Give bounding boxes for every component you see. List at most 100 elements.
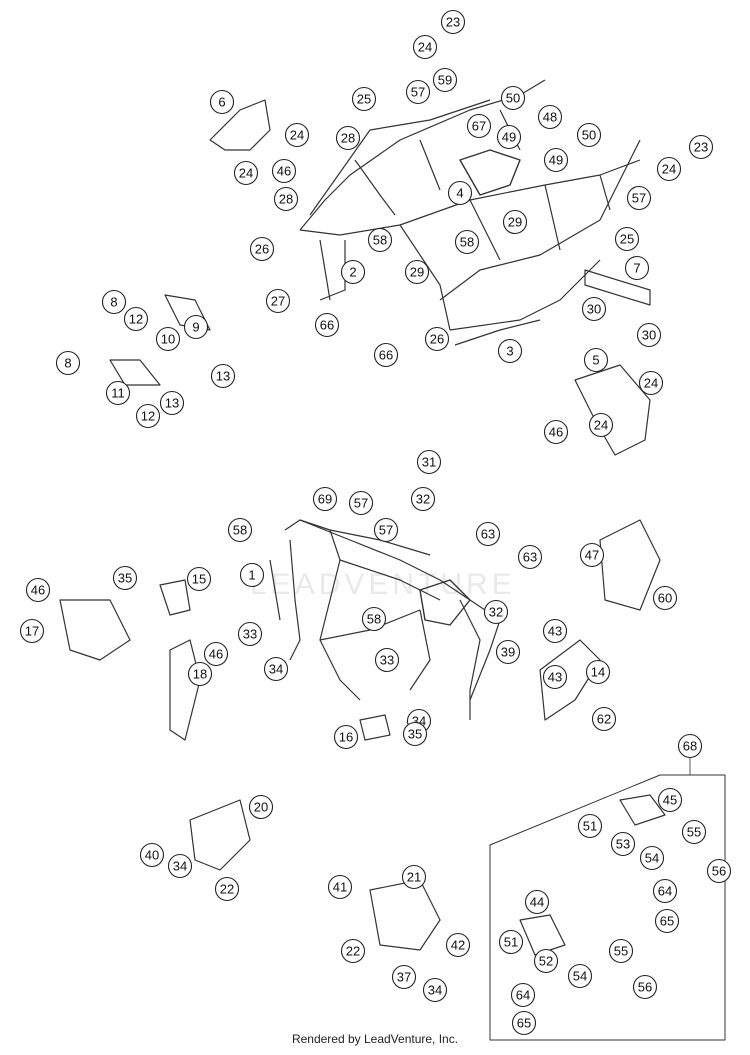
callout-number: 9: [192, 320, 199, 335]
callout-number: 42: [451, 938, 465, 953]
callout-number: 46: [277, 164, 291, 179]
callout-circle: [657, 787, 683, 813]
part-callout-62: 62: [591, 706, 617, 732]
callout-number: 37: [397, 970, 411, 985]
callout-number: 28: [279, 192, 293, 207]
callout-number: 65: [517, 1016, 531, 1031]
part-callout-65: 65: [511, 1010, 537, 1036]
callout-number: 54: [645, 851, 659, 866]
callout-circle: [495, 639, 521, 665]
part-callout-5: 5: [583, 347, 609, 373]
callout-circle: [591, 706, 617, 732]
callout-number: 40: [145, 848, 159, 863]
callout-number: 59: [438, 73, 452, 88]
callout-number: 57: [354, 496, 368, 511]
callout-number: 56: [712, 864, 726, 879]
callout-circle: [500, 85, 526, 111]
callout-number: 14: [591, 665, 605, 680]
part-callout-58: 58: [361, 606, 387, 632]
part-callout-64: 64: [510, 982, 536, 1008]
callout-circle: [498, 929, 524, 955]
callout-circle: [233, 160, 259, 186]
part-callout-24: 24: [638, 370, 664, 396]
callout-number: 57: [379, 523, 393, 538]
part-callout-6: 6: [209, 89, 235, 115]
part-callout-16: 16: [333, 724, 359, 750]
part-callout-37: 37: [391, 964, 417, 990]
callout-circle: [374, 647, 400, 673]
part-callout-40: 40: [139, 842, 165, 868]
part-callout-24: 24: [284, 122, 310, 148]
callout-number: 23: [694, 140, 708, 155]
part-callout-3: 3: [497, 338, 523, 364]
part-callout-18: 18: [187, 661, 213, 687]
callout-number: 25: [620, 232, 634, 247]
callout-number: 3: [506, 344, 513, 359]
callout-circle: [263, 656, 289, 682]
callout-number: 49: [549, 153, 563, 168]
callout-circle: [101, 289, 127, 315]
callout-number: 56: [638, 980, 652, 995]
callout-circle: [183, 314, 209, 340]
part-callout-55: 55: [608, 938, 634, 964]
callout-circle: [340, 259, 366, 285]
part-callout-51: 51: [498, 929, 524, 955]
callout-circle: [203, 641, 229, 667]
callout-circle: [583, 347, 609, 373]
callout-number: 51: [583, 819, 597, 834]
part-callout-23: 23: [440, 9, 466, 35]
callout-circle: [112, 565, 138, 591]
part-callout-28: 28: [335, 125, 361, 151]
part-callout-54: 54: [639, 845, 665, 871]
part-callout-54: 54: [567, 963, 593, 989]
part-callout-67: 67: [466, 113, 492, 139]
callout-number: 1: [248, 568, 255, 583]
part-callout-9: 9: [183, 314, 209, 340]
callout-number: 15: [192, 572, 206, 587]
callout-circle: [608, 938, 634, 964]
part-callout-59: 59: [432, 67, 458, 93]
part-callout-57: 57: [405, 79, 431, 105]
callout-circle: [447, 180, 473, 206]
callout-number: 52: [539, 954, 553, 969]
callout-circle: [402, 721, 428, 747]
callout-circle: [517, 544, 543, 570]
callout-circle: [483, 599, 509, 625]
part-callout-43: 43: [542, 664, 568, 690]
callout-circle: [422, 977, 448, 1003]
callout-circle: [139, 842, 165, 868]
callout-circle: [404, 259, 430, 285]
callout-number: 32: [416, 492, 430, 507]
callout-circle: [502, 209, 528, 235]
callout-number: 28: [341, 131, 355, 146]
callout-number: 10: [161, 332, 175, 347]
callout-number: 43: [548, 670, 562, 685]
callout-number: 63: [523, 550, 537, 565]
callout-number: 58: [373, 233, 387, 248]
callout-number: 54: [573, 969, 587, 984]
part-callout-8: 8: [101, 289, 127, 315]
part-callout-39: 39: [495, 639, 521, 665]
part-callout-1: 1: [239, 562, 265, 588]
callout-circle: [123, 306, 149, 332]
callout-number: 47: [585, 548, 599, 563]
part-callout-63: 63: [475, 521, 501, 547]
callout-number: 27: [271, 294, 285, 309]
part-callout-12: 12: [135, 403, 161, 429]
part-callout-58: 58: [367, 227, 393, 253]
part-callout-24: 24: [588, 412, 614, 438]
callout-number: 20: [254, 800, 268, 815]
part-callout-56: 56: [706, 858, 732, 884]
callout-circle: [209, 89, 235, 115]
callout-number: 31: [422, 455, 436, 470]
callout-circle: [543, 147, 569, 173]
callout-number: 51: [504, 935, 518, 950]
part-callout-46: 46: [25, 577, 51, 603]
callout-number: 12: [141, 409, 155, 424]
callout-number: 65: [660, 914, 674, 929]
callout-number: 46: [31, 583, 45, 598]
callout-number: 58: [460, 235, 474, 250]
callout-circle: [327, 874, 353, 900]
callout-circle: [401, 864, 427, 890]
part-callout-28: 28: [273, 186, 299, 212]
